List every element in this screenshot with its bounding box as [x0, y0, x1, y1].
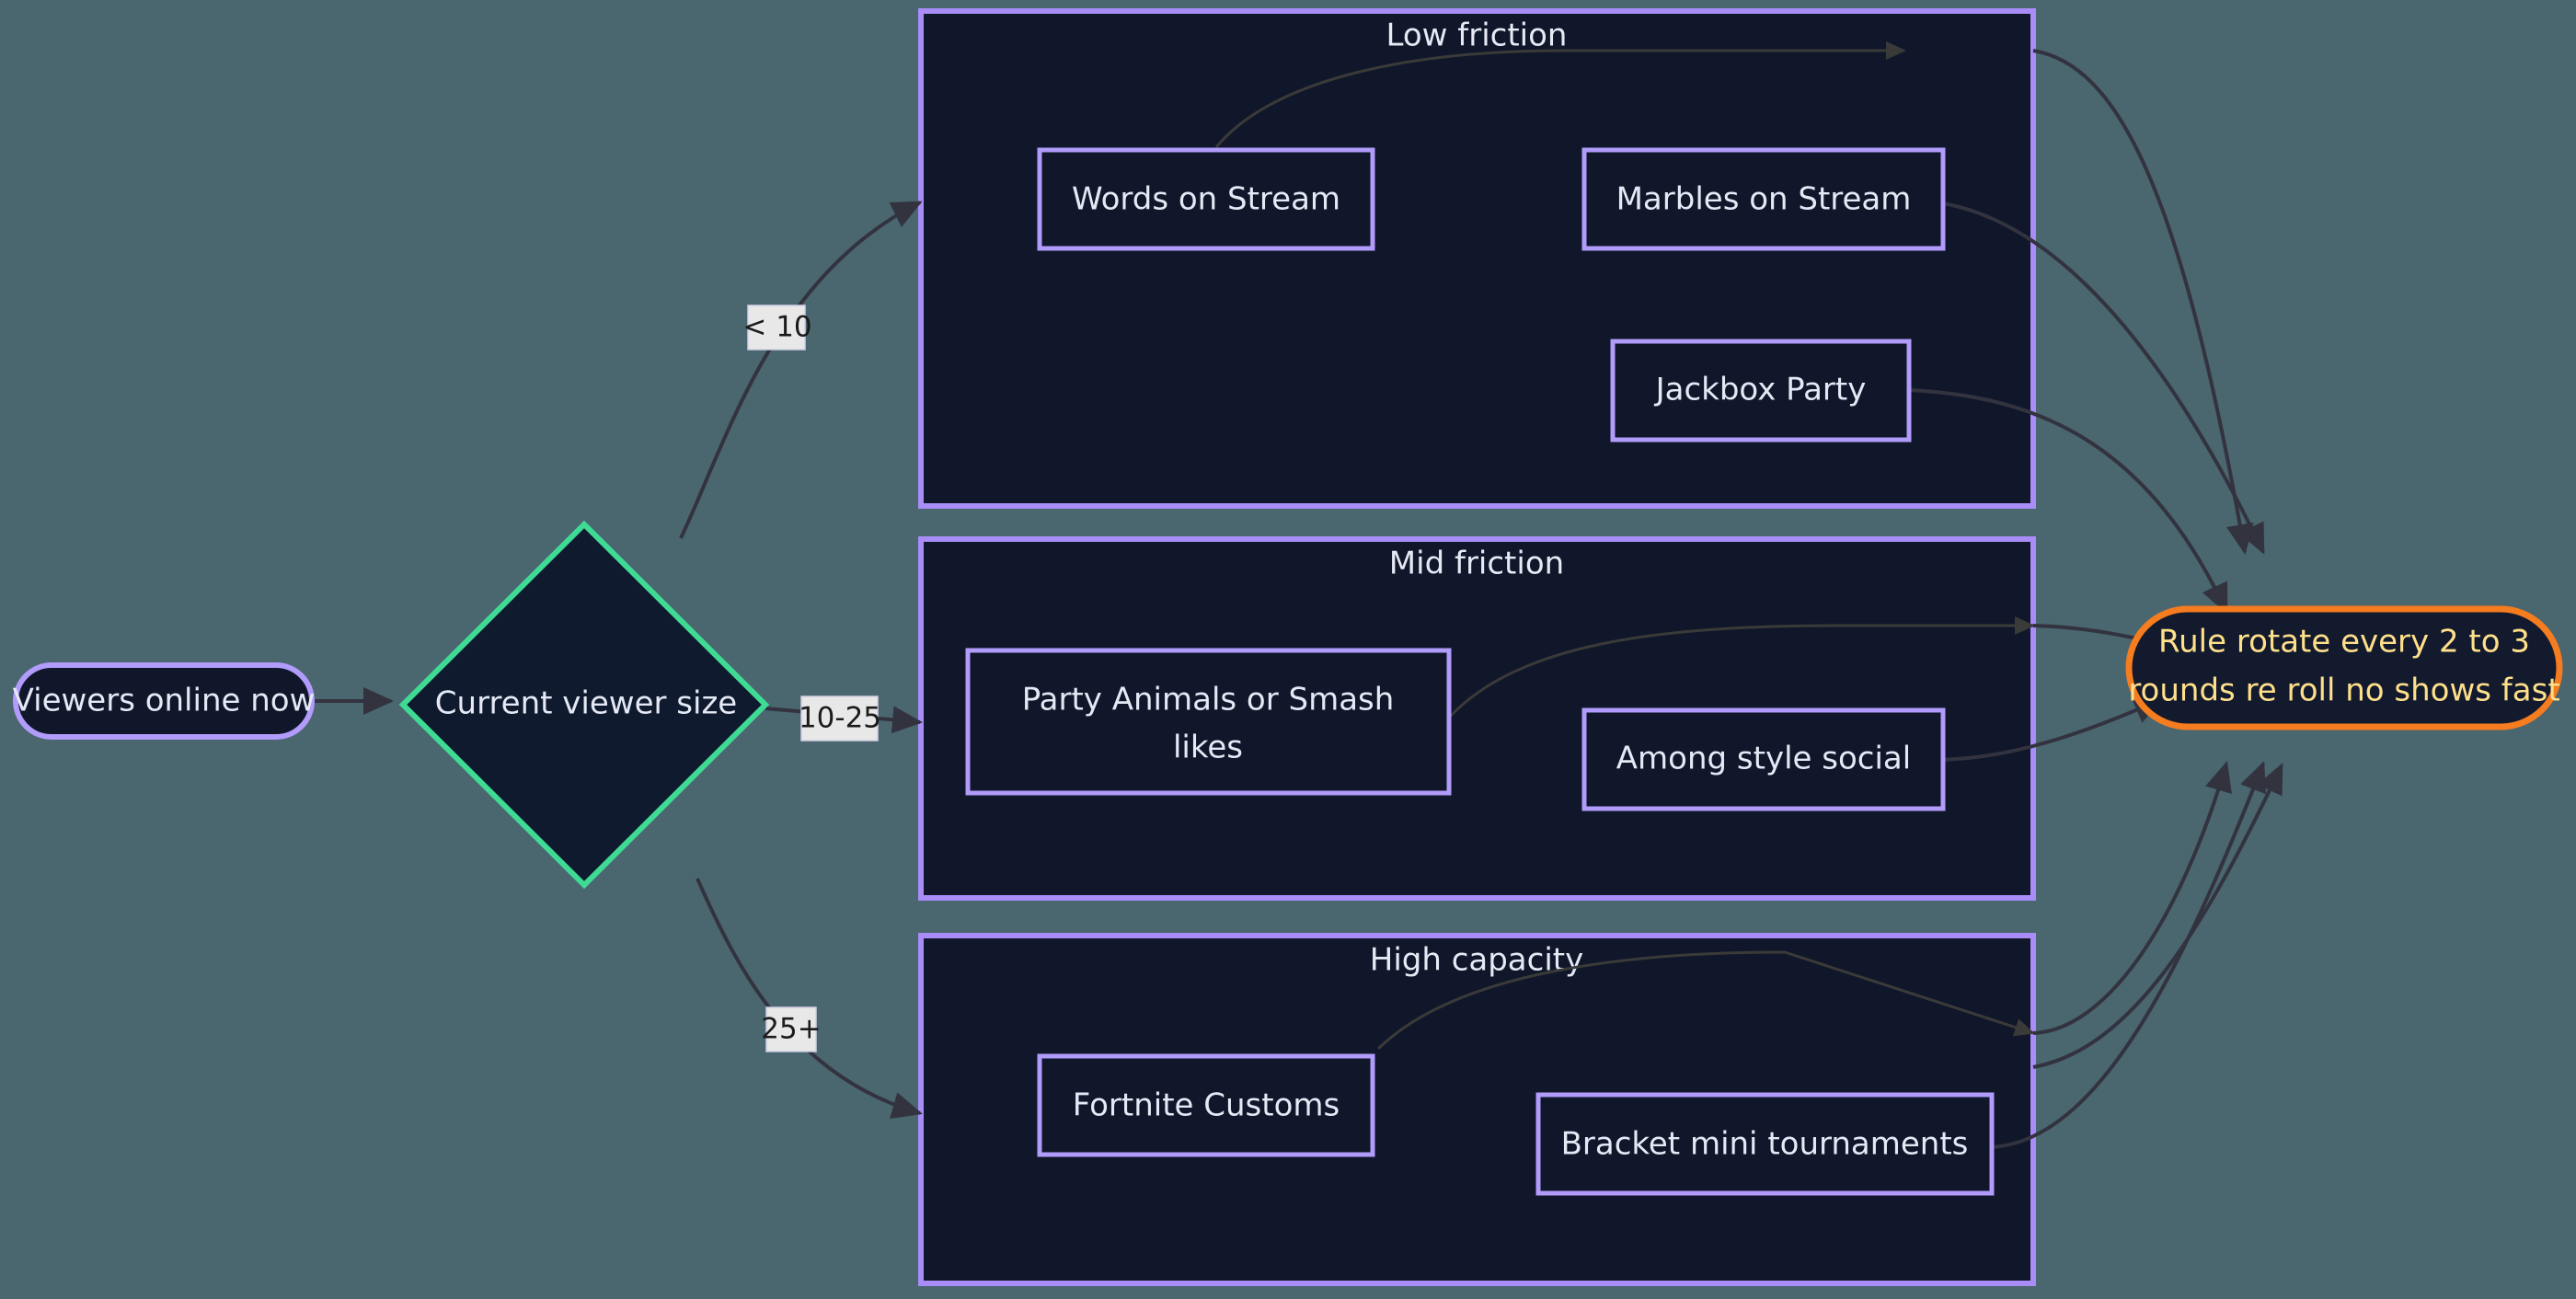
node-party-animals-or-smash-likes[interactable]: Party Animals or Smash likes	[965, 648, 1452, 796]
node-among-style-social-shape[interactable]	[1581, 707, 1946, 811]
node-current-viewer-size-shape[interactable]	[398, 520, 770, 890]
node-viewers-online-now[interactable]: Viewers online now	[13, 662, 316, 740]
cluster-low-friction: Low friction	[918, 8, 2036, 509]
node-marbles-on-stream-label: Marbles on Stream	[1616, 181, 1912, 218]
node-fortnite-customs-shape[interactable]	[1037, 1053, 1375, 1157]
node-jackbox-party[interactable]: Jackbox Party	[1610, 339, 1912, 443]
edge-lowfriction-top-to-final	[2032, 49, 2254, 555]
edge-label-high-bg	[765, 1006, 817, 1052]
node-bracket-mini-tournaments[interactable]: Bracket mini tournaments	[1535, 1092, 1995, 1196]
edge-party-animals-to-among-curve	[1447, 616, 2035, 719]
node-jackbox-party-shape[interactable]	[1610, 339, 1912, 443]
node-words-on-stream-label: Words on Stream	[1072, 181, 1340, 218]
node-among-style-social[interactable]: Among style social	[1581, 707, 1946, 811]
node-rule-rotate-shape[interactable]	[2125, 605, 2563, 730]
node-viewers-online-now-label: Viewers online now	[13, 683, 316, 719]
edge-label-mid-text: 10-25	[799, 702, 881, 735]
edge-fortnite-to-bracket-curve	[1376, 950, 2035, 1051]
edge-decision-to-words-on-stream	[679, 201, 923, 539]
edge-jackbox-to-final	[1908, 388, 2228, 615]
edge-label-mid: 10-25	[799, 695, 881, 741]
edge-highcapacity-top-to-final	[2032, 761, 2232, 1035]
edge-label-low-bg	[747, 305, 806, 351]
node-bracket-mini-tournaments-shape[interactable]	[1535, 1092, 1995, 1196]
cluster-low-friction-title: Low friction	[1386, 17, 1568, 54]
edge-label-high: 25+	[761, 1006, 822, 1052]
edge-words-to-marbles-curve	[1214, 41, 1906, 148]
node-current-viewer-size-label: Current viewer size	[435, 685, 737, 722]
edge-marbles-to-final	[1913, 199, 2265, 555]
node-fortnite-customs-label: Fortnite Customs	[1073, 1087, 1340, 1124]
edge-highcapacity-extra-to-final	[2032, 763, 2283, 1069]
node-rule-rotate-label-line1: Rule rotate every 2 to 3	[2158, 624, 2530, 661]
edge-decision-to-fortnite-customs	[696, 878, 923, 1120]
node-marbles-on-stream[interactable]: Marbles on Stream	[1581, 147, 1946, 251]
node-words-on-stream-shape[interactable]	[1037, 147, 1375, 251]
edge-label-high-text: 25+	[761, 1013, 821, 1046]
node-marbles-on-stream-shape[interactable]	[1581, 147, 1946, 251]
node-jackbox-party-label: Jackbox Party	[1654, 372, 1867, 408]
edge-label-low: < 10	[742, 305, 812, 351]
node-party-animals-or-smash-likes-label-line2: likes	[1173, 730, 1243, 766]
node-words-on-stream[interactable]: Words on Stream	[1037, 147, 1375, 251]
node-rule-rotate[interactable]: Rule rotate every 2 to 3 rounds re roll …	[2125, 605, 2563, 730]
node-current-viewer-size[interactable]: Current viewer size	[398, 520, 770, 890]
node-among-style-social-label: Among style social	[1616, 741, 1911, 777]
node-viewers-online-now-shape[interactable]	[13, 662, 315, 740]
edge-label-mid-bg	[800, 695, 879, 741]
node-bracket-mini-tournaments-label: Bracket mini tournaments	[1561, 1126, 1969, 1163]
node-party-animals-or-smash-likes-shape[interactable]	[965, 648, 1452, 796]
node-rule-rotate-label-line2: rounds re roll no shows fast	[2128, 672, 2559, 709]
node-fortnite-customs[interactable]: Fortnite Customs	[1037, 1053, 1375, 1157]
node-party-animals-or-smash-likes-label-line1: Party Animals or Smash	[1022, 682, 1395, 718]
cluster-mid-friction-title: Mid friction	[1389, 546, 1564, 582]
edge-label-low-text: < 10	[742, 311, 811, 344]
edge-among-style-to-final	[1915, 697, 2165, 762]
edge-bracket-to-final	[1991, 761, 2267, 1149]
